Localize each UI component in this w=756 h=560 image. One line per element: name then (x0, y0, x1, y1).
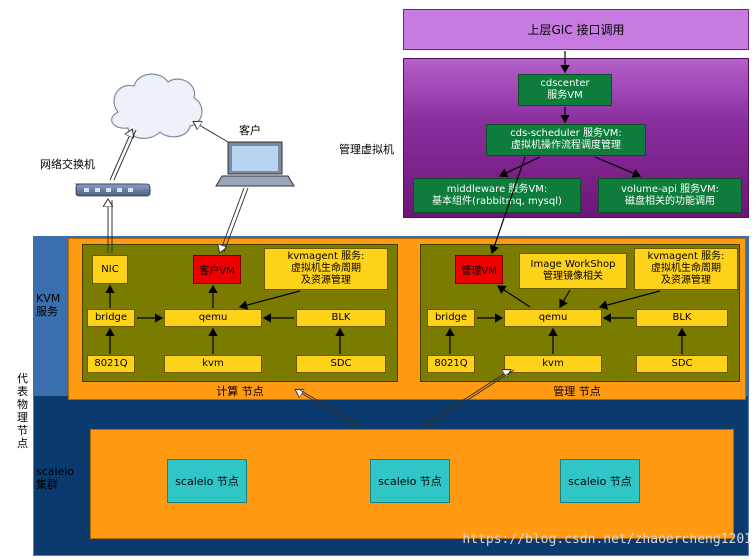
compute-kvm-box: kvm (164, 355, 262, 373)
scaleio-node-2-label: scaleio 节点 (378, 475, 442, 488)
physical-nodes-label: 代 表 物 理 节 点 (17, 372, 28, 450)
scaleio-node-1-label: scaleio 节点 (175, 475, 239, 488)
management-kvmagent-box: kvmagent 服务: 虚拟机生命周期 及资源管理 (634, 248, 738, 290)
middleware-box: middleware 服务VM: 基本组件(rabbitmq, mysql) (413, 178, 581, 213)
management-sdc-box: SDC (636, 355, 728, 373)
compute-bridge-label: bridge (94, 312, 128, 323)
compute-blk-label: BLK (331, 312, 351, 323)
compute-client-vm-label: 客户VM (199, 266, 235, 277)
management-vm-box: 管理VM (455, 255, 503, 284)
compute-client-vm-box: 客户VM (193, 255, 241, 284)
solid-arrows (105, 51, 687, 354)
management-kvm-box: kvm (504, 355, 602, 373)
internet-cloud-icon (111, 73, 203, 139)
compute-blk-box: BLK (296, 309, 386, 327)
compute-node-caption: 计算 节点 (216, 385, 264, 398)
scheduler-box: cds-scheduler 服务VM: 虚拟机操作流程调度管理 (486, 124, 646, 156)
cdscenter-line2: 服务VM (547, 90, 583, 101)
scaleio-node-3: scaleio 节点 (560, 459, 640, 503)
middleware-line1: middleware 服务VM: (446, 183, 548, 195)
compute-nic-label: NIC (101, 263, 119, 275)
scaleio-node-3-label: scaleio 节点 (568, 475, 632, 488)
image-workshop-box: Image WorkShop 管理镜像相关 (519, 253, 627, 289)
hollow-arrows (108, 122, 515, 429)
image-workshop-label: Image WorkShop 管理镜像相关 (530, 259, 616, 282)
volume-api-line2: 磁盘相关的功能调用 (625, 195, 715, 207)
compute-nic-box: NIC (92, 255, 128, 284)
management-bridge-box: bridge (427, 309, 475, 327)
switch-label: 网络交换机 (40, 158, 95, 171)
management-qemu-box: qemu (504, 309, 602, 327)
volume-api-line1: volume-api 服务VM: (621, 183, 719, 195)
compute-8021q-label: 8021Q (94, 358, 128, 369)
management-blk-label: BLK (672, 312, 692, 323)
compute-kvmagent-label: kvmagent 服务: 虚拟机生命周期 及资源管理 (287, 251, 365, 286)
compute-qemu-box: qemu (164, 309, 262, 327)
network-switch-icon (74, 183, 152, 197)
management-bridge-label: bridge (434, 312, 468, 323)
management-kvm-label: kvm (542, 358, 564, 369)
compute-kvm-label: kvm (202, 358, 224, 369)
compute-sdc-box: SDC (296, 355, 386, 373)
management-8021q-label: 8021Q (434, 358, 468, 369)
management-8021q-box: 8021Q (427, 355, 475, 373)
watermark-text: https://blog.csdn.net/zhaoercheng1201 (462, 532, 752, 547)
compute-8021q-box: 8021Q (87, 355, 135, 373)
management-kvmagent-label: kvmagent 服务: 虚拟机生命周期 及资源管理 (647, 251, 725, 286)
scheduler-line1: cds-scheduler 服务VM: (510, 128, 622, 139)
compute-kvmagent-box: kvmagent 服务: 虚拟机生命周期 及资源管理 (264, 248, 388, 290)
client-label: 客户 (239, 124, 261, 137)
gic-interface-box: 上层GIC 接口调用 (403, 9, 749, 50)
management-node-caption: 管理 节点 (553, 385, 601, 398)
compute-qemu-label: qemu (198, 312, 228, 323)
management-vm-label: 管理VM (461, 266, 497, 277)
compute-bridge-box: bridge (87, 309, 135, 327)
scaleio-node-2: scaleio 节点 (370, 459, 450, 503)
gic-interface-label: 上层GIC 接口调用 (527, 23, 625, 37)
management-sdc-label: SDC (671, 358, 693, 369)
volume-api-box: volume-api 服务VM: 磁盘相关的功能调用 (598, 178, 742, 213)
management-blk-box: BLK (636, 309, 728, 327)
scaleio-node-1: scaleio 节点 (167, 459, 247, 503)
compute-sdc-label: SDC (330, 358, 352, 369)
kvm-service-label: KVM 服务 (36, 292, 61, 318)
cdscenter-box: cdscenter 服务VM (518, 74, 612, 106)
cdscenter-line1: cdscenter (540, 78, 590, 89)
mgmt-vm-group-label: 管理虚拟机 (339, 143, 394, 156)
scheduler-line2: 虚拟机操作流程调度管理 (511, 140, 621, 151)
client-laptop-icon (215, 141, 295, 187)
management-qemu-label: qemu (538, 312, 568, 323)
middleware-line2: 基本组件(rabbitmq, mysql) (432, 195, 562, 207)
scaleio-cluster-label: scaleio 集群 (36, 465, 75, 491)
